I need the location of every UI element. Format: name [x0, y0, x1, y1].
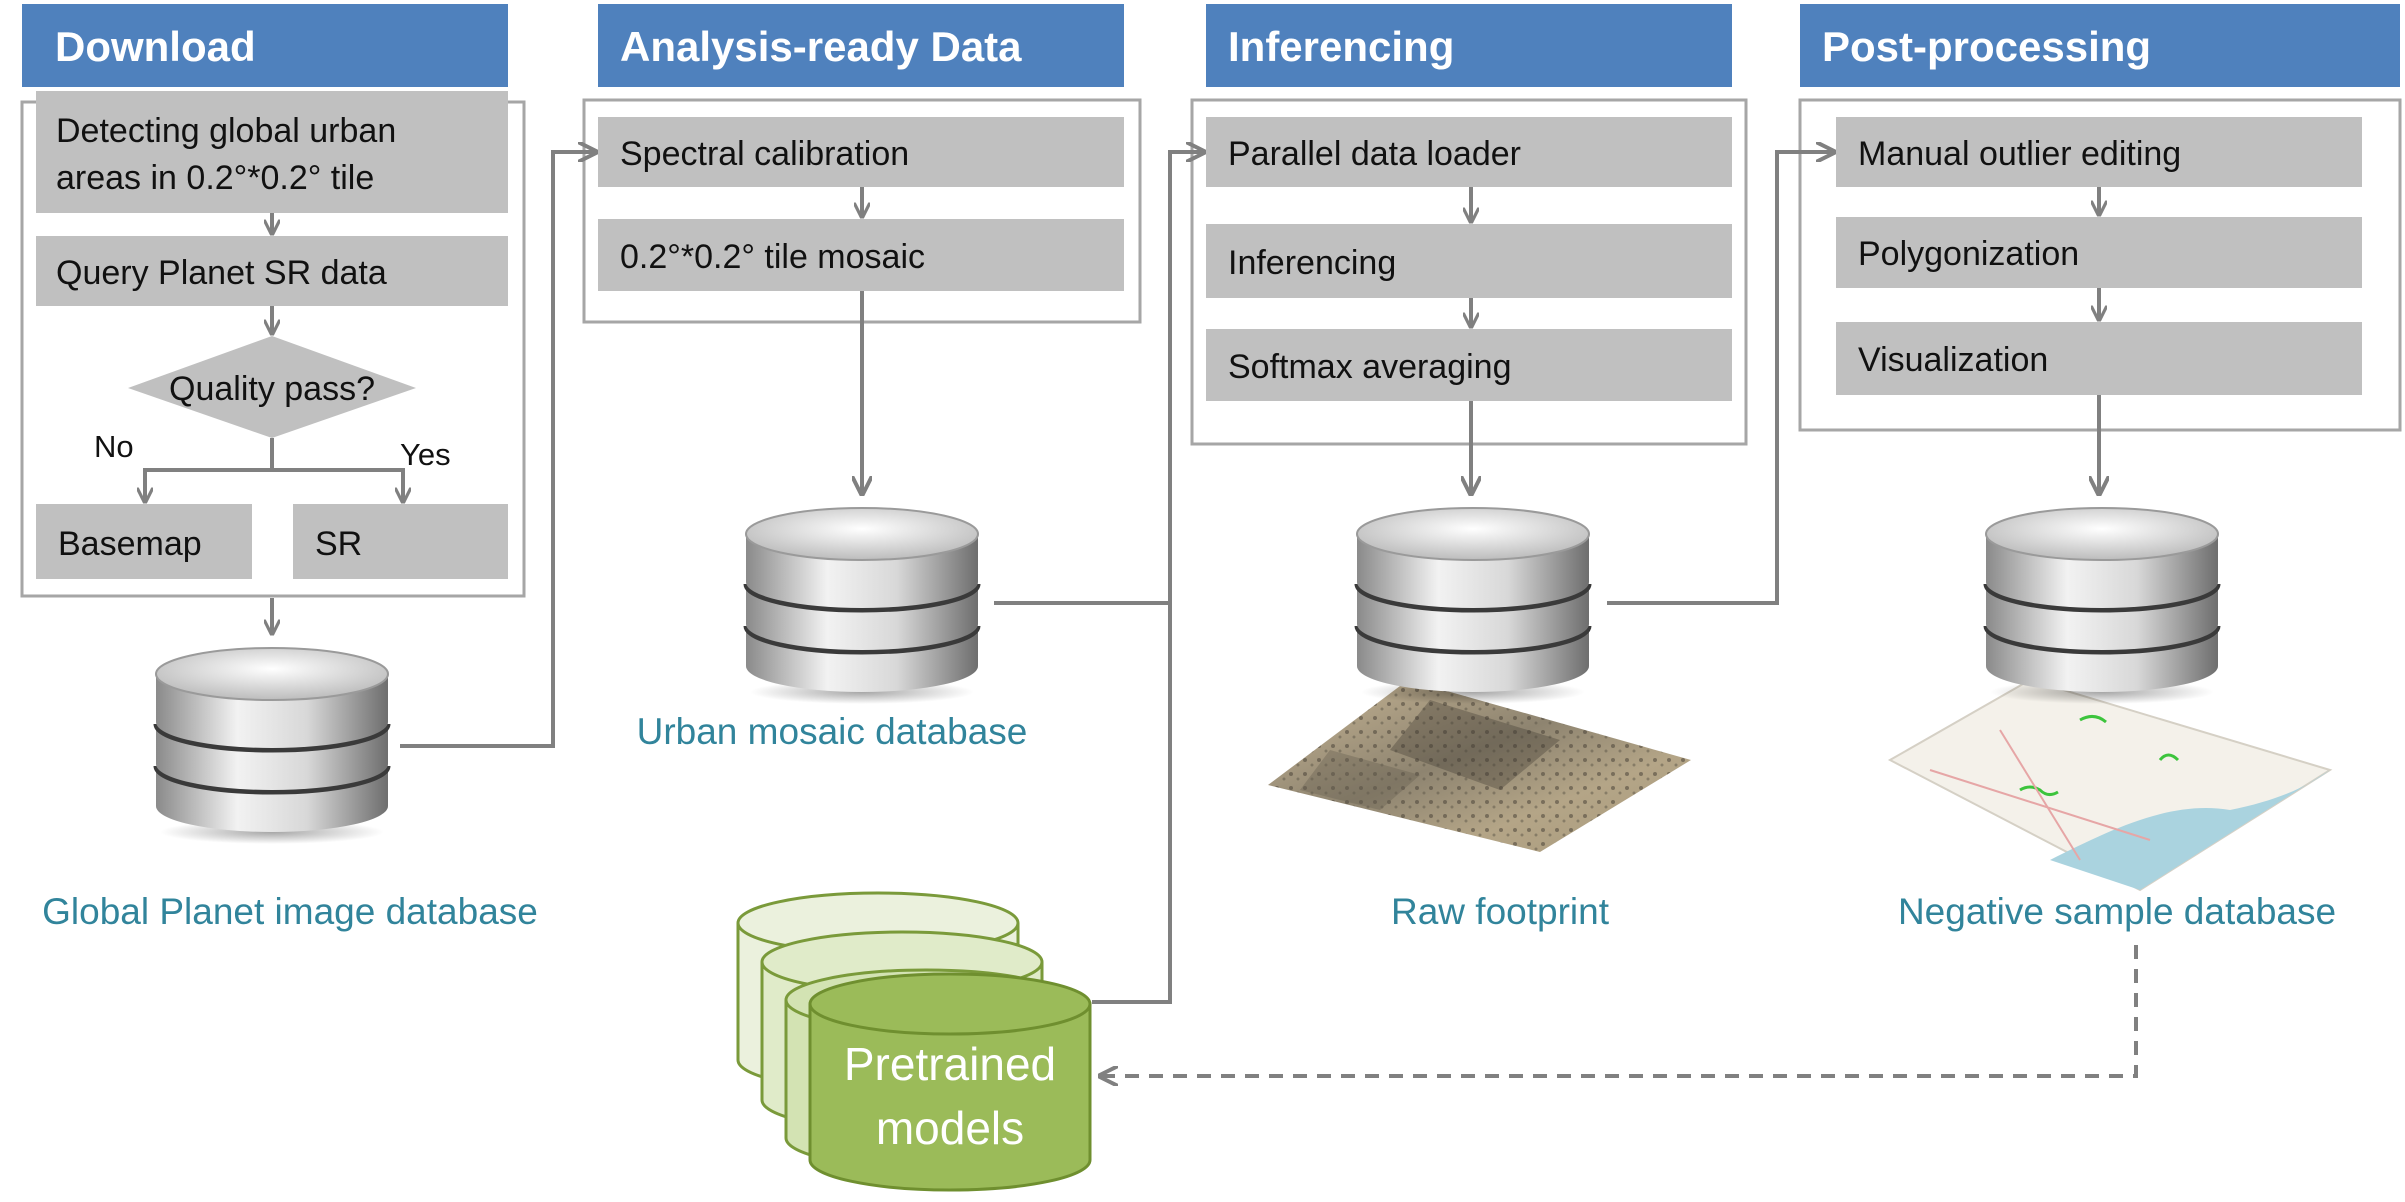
visual-step-box [1836, 322, 2362, 395]
postprocessing-section: Post-processing Manual outlier editing P… [1798, 4, 2402, 932]
quality-decision-diamond [128, 336, 416, 438]
download-section: Download Detecting global urban areas in… [20, 4, 538, 932]
sr-box [293, 504, 508, 579]
loader-step-label: Parallel data loader [1228, 135, 1521, 173]
detect-step-line2: areas in 0.2°*0.2° tile [56, 159, 374, 197]
detect-step-line1: Detecting global urban [56, 112, 396, 150]
models-label-line1: Pretrained [844, 1038, 1056, 1090]
sr-label: SR [315, 525, 362, 563]
polygon-step-label: Polygonization [1858, 235, 2079, 273]
negative-database-label: Negative sample database [1898, 891, 2336, 932]
negative-database-icon [1986, 508, 2218, 704]
postprocessing-title: Post-processing [1822, 23, 2151, 70]
outlier-step-label: Manual outlier editing [1858, 135, 2181, 173]
mosaic-step-label: 0.2°*0.2° tile mosaic [620, 238, 925, 276]
polygon-step-box [1836, 217, 2362, 288]
calibration-step-box [598, 117, 1124, 187]
detect-step-box [36, 91, 508, 213]
mosaic-database-label: Urban mosaic database [637, 711, 1028, 752]
decision-no-label: No [94, 429, 134, 464]
inferencing-title: Inferencing [1228, 23, 1454, 70]
quality-decision-label: Quality pass? [169, 370, 375, 408]
mosaic-step-box [598, 219, 1124, 291]
mosaic-database-icon [746, 508, 978, 704]
satellite-image-tile-icon [1268, 680, 1691, 852]
basemap-label: Basemap [58, 525, 202, 563]
connector-raw-to-postprocessing [1607, 152, 1834, 605]
query-step-label: Query Planet SR data [56, 254, 387, 292]
download-title: Download [55, 23, 256, 70]
softmax-step-box [1206, 329, 1732, 401]
basemap-box [36, 504, 252, 579]
connector-mosaic-to-inferencing [994, 152, 1204, 605]
postprocessing-header [1800, 4, 2400, 87]
inferencing-header [1206, 4, 1732, 87]
calibration-step-label: Spectral calibration [620, 135, 909, 173]
outlier-step-box [1836, 117, 2362, 187]
ard-title: Analysis-ready Data [620, 23, 1022, 70]
softmax-step-label: Softmax averaging [1228, 348, 1512, 386]
ard-section: Analysis-ready Data Spectral calibration… [582, 4, 1142, 752]
map-tile-icon [1887, 678, 2333, 892]
inferencing-section: Inferencing Parallel data loader Inferen… [1190, 4, 1748, 932]
raw-footprint-label: Raw footprint [1391, 891, 1610, 932]
decision-yes-label: Yes [400, 437, 451, 472]
connector-models-to-inferencing [1092, 603, 1172, 1004]
global-database-icon [156, 648, 388, 844]
loader-step-box [1206, 117, 1732, 187]
download-header [22, 4, 508, 87]
ard-header [598, 4, 1124, 87]
inferencing-step-label: Inferencing [1228, 244, 1396, 282]
pretrained-models-stack: Pretrained models [736, 891, 1092, 1192]
global-database-label: Global Planet image database [42, 891, 538, 932]
connector-global-to-ard [400, 152, 596, 748]
models-label-line2: models [876, 1102, 1024, 1154]
connector-negative-to-models [1100, 945, 2138, 1076]
inferencing-step-box [1206, 224, 1732, 298]
raw-footprint-database-icon [1357, 508, 1589, 704]
query-step-box [36, 236, 508, 306]
visual-step-label: Visualization [1858, 341, 2048, 379]
